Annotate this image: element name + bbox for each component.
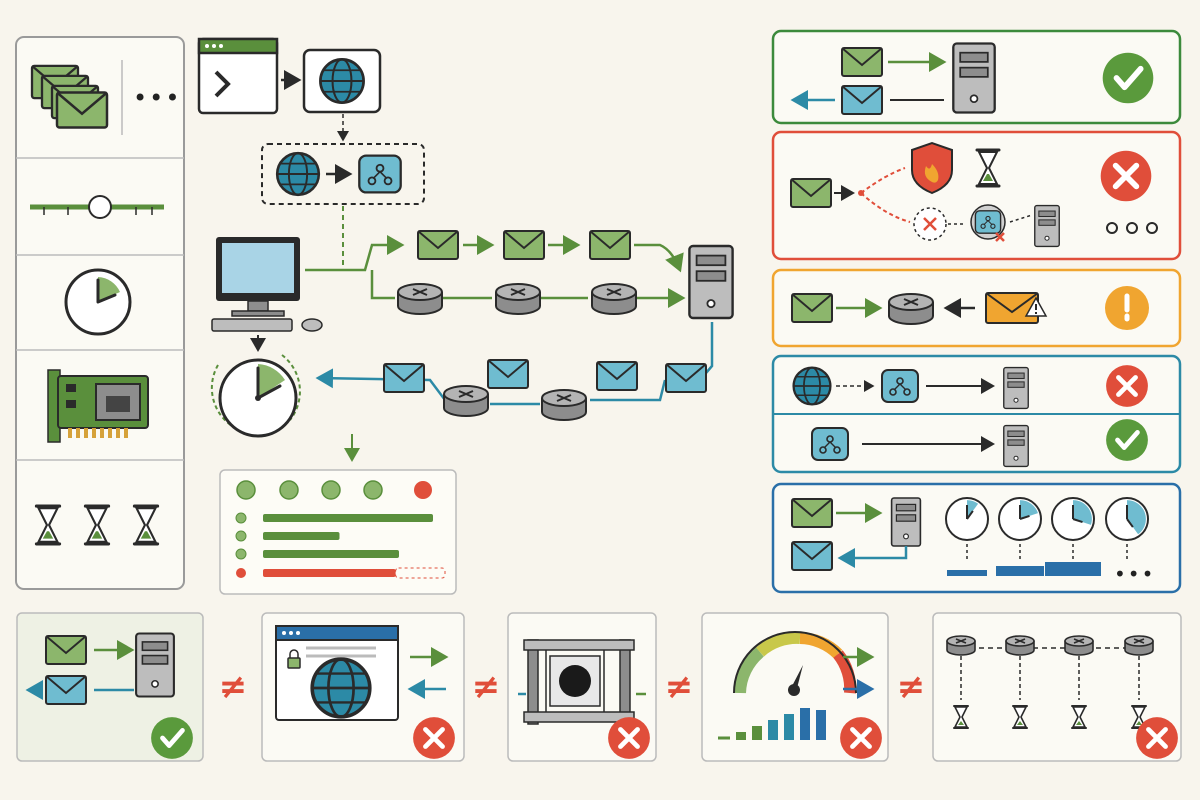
- computer-icon: [211, 237, 323, 332]
- router-icon: [541, 389, 587, 421]
- envelope-icon: [589, 230, 631, 260]
- progress-bar: [263, 569, 396, 577]
- dns-compare-panel: [771, 354, 1182, 474]
- progress-bar-remainder: [395, 567, 446, 579]
- x-icon: [1136, 717, 1178, 759]
- envelope-icon: [503, 230, 545, 260]
- router-icon: [443, 385, 489, 417]
- status-panel: [219, 469, 457, 595]
- timer-clock-icon: [1045, 497, 1101, 576]
- comparison-filter-frame: [507, 612, 657, 762]
- router-icon: [397, 283, 443, 315]
- timing-panel: [771, 482, 1182, 594]
- x-icon: [840, 717, 882, 759]
- envelope-icon: [596, 361, 638, 391]
- progress-bar: [263, 514, 433, 522]
- x-icon: [1106, 365, 1148, 407]
- x-icon: [1101, 151, 1152, 202]
- clock-icon: [64, 268, 132, 336]
- latency-bar: [1045, 562, 1101, 576]
- envelope-icon: [665, 363, 707, 393]
- comparison-router-hourglass: [932, 612, 1182, 762]
- comparison-speedometer: [701, 612, 889, 762]
- check-icon: [1103, 53, 1154, 104]
- timer-clock-icon: [1105, 497, 1149, 560]
- warning-panel: [771, 268, 1182, 348]
- latency-bar: [947, 570, 987, 576]
- timer-clock-icon: [945, 497, 989, 576]
- network-card-icon: [47, 369, 149, 443]
- success-panel: [771, 29, 1182, 125]
- dns-resolution-box: [261, 143, 425, 205]
- x-icon: [608, 717, 650, 759]
- progress-bar: [263, 532, 340, 540]
- check-icon: [1106, 419, 1148, 461]
- firewall-shield-icon: [911, 141, 953, 195]
- comparison-browser-globe: [261, 612, 465, 762]
- router-icon: [591, 283, 637, 315]
- terminal-icon: [197, 37, 279, 115]
- server-icon: [688, 244, 734, 320]
- slider-icon: [30, 195, 164, 219]
- x-icon: [413, 717, 455, 759]
- comparison-send-receive: [16, 612, 204, 762]
- timer-clock-icon: [996, 497, 1044, 576]
- envelope-icon: [487, 359, 529, 389]
- latency-bar: [996, 566, 1044, 576]
- progress-bar: [263, 550, 399, 558]
- router-icon: [495, 283, 541, 315]
- globe-box: [302, 48, 382, 114]
- timer-icon: [210, 354, 301, 438]
- check-icon: [151, 717, 193, 759]
- envelope-icon: [383, 363, 425, 393]
- envelope-icon: [417, 230, 459, 260]
- firewall-timeout-panel: [771, 130, 1182, 261]
